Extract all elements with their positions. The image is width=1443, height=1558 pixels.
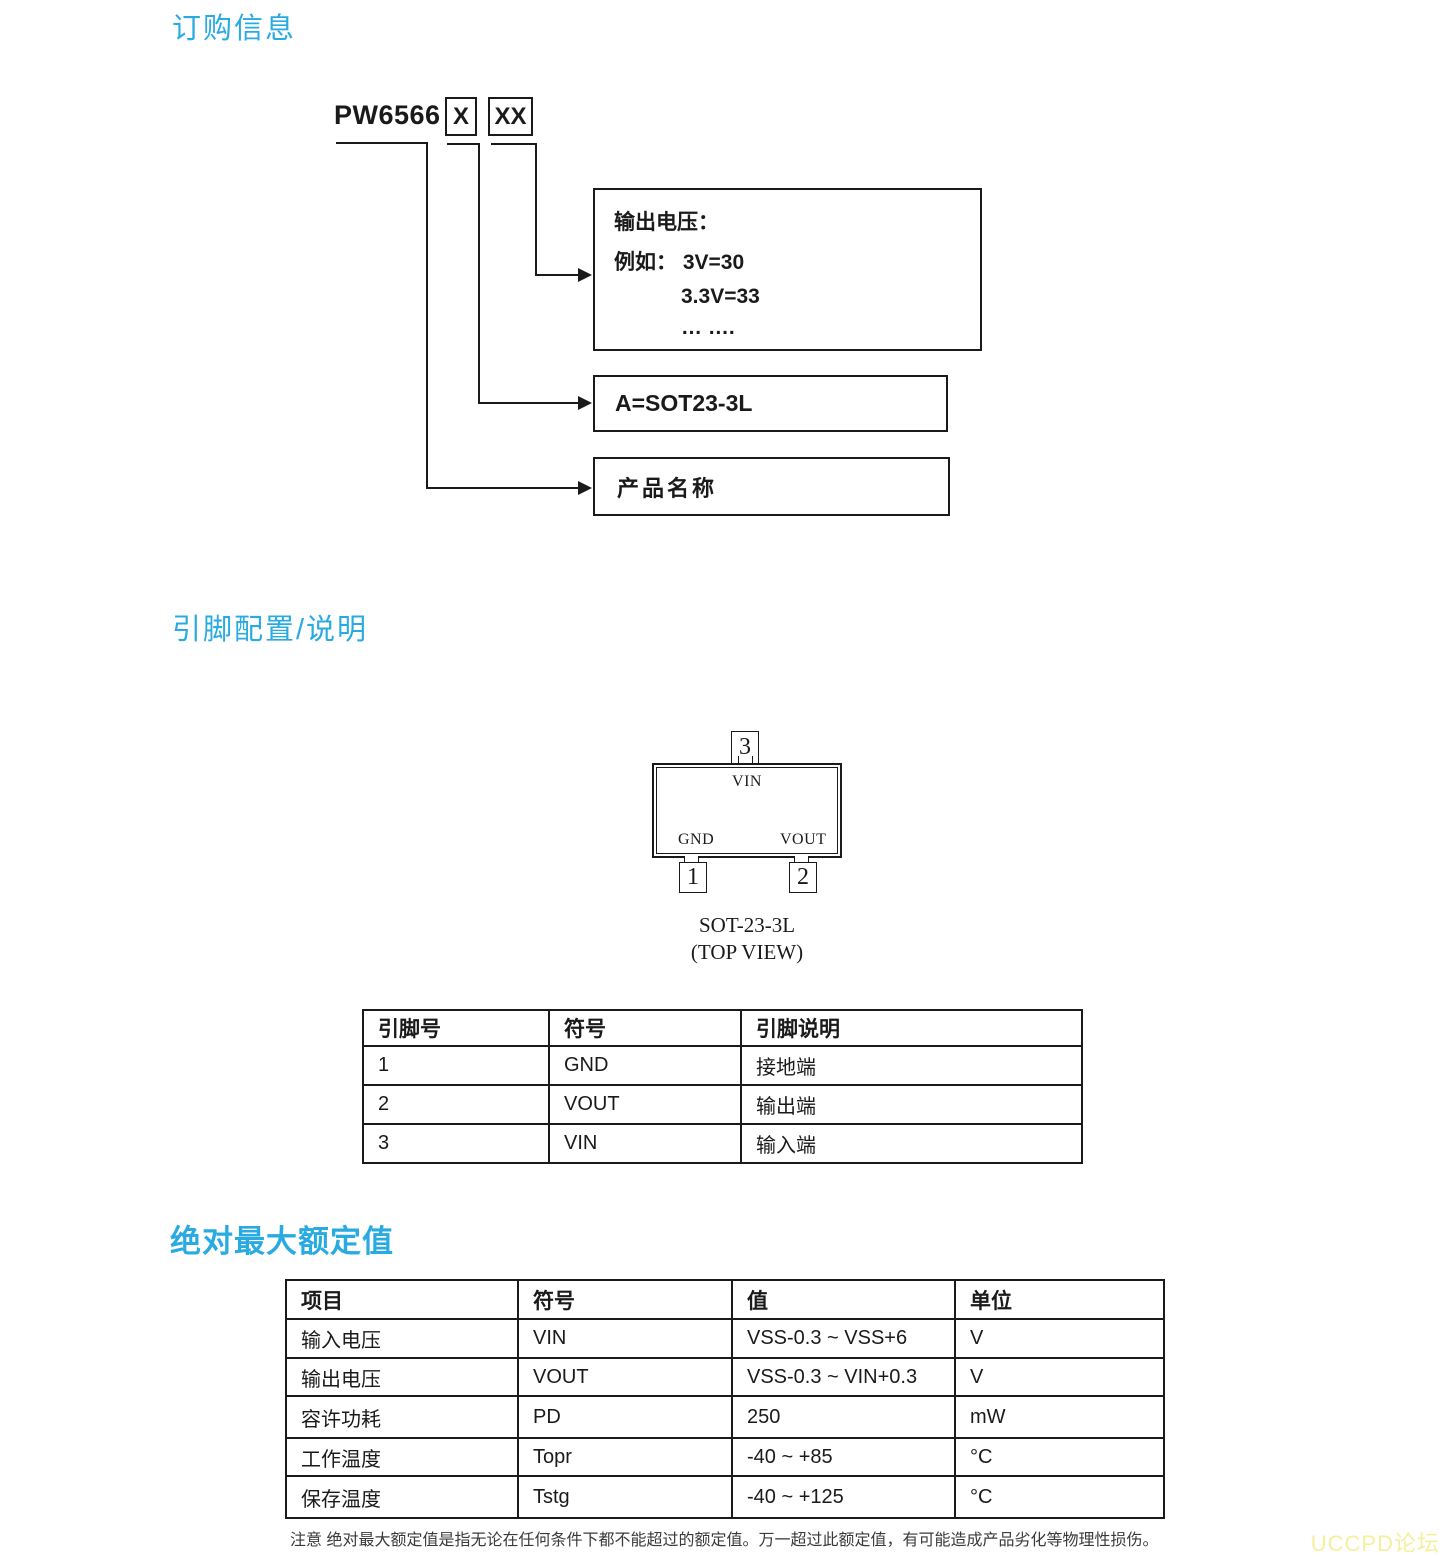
package-body bbox=[652, 763, 842, 858]
arrowhead-icon bbox=[578, 396, 592, 410]
ratings-row: 工作温度 Topr -40 ~ +85 °C bbox=[285, 1437, 1165, 1477]
cell-unit: V bbox=[954, 1318, 1165, 1359]
watermark: UCCPD论坛 bbox=[1310, 1531, 1440, 1556]
header-cell: 值 bbox=[731, 1279, 956, 1320]
pin-table: 引脚号 符号 引脚说明 1 GND 接地端 2 VOUT 输出端 3 VIN 输… bbox=[362, 1009, 1083, 1164]
header-cell: 引脚号 bbox=[362, 1009, 550, 1047]
ratings-row: 容许功耗 PD 250 mW bbox=[285, 1395, 1165, 1439]
cell-symbol: Tstg bbox=[517, 1475, 733, 1519]
ratings-note: 注意 绝对最大额定值是指无论在任何条件下都不能超过的额定值。万一超过此额定值，有… bbox=[290, 1532, 1159, 1549]
product-name-box: 产品名称 bbox=[593, 457, 950, 516]
pin-3-name-label: VIN bbox=[732, 773, 762, 790]
cell-pin-symbol: VIN bbox=[548, 1123, 742, 1164]
connector-line bbox=[447, 143, 580, 404]
package-name-caption: SOT-23-3L bbox=[698, 913, 796, 937]
package-code-label: A=SOT23-3L bbox=[615, 390, 753, 416]
code-box-x: X bbox=[445, 97, 477, 136]
cell-symbol: VIN bbox=[517, 1318, 733, 1359]
cell-value: -40 ~ +125 bbox=[731, 1475, 956, 1519]
arrowhead-icon bbox=[578, 268, 592, 282]
cell-pin-number: 3 bbox=[362, 1123, 550, 1164]
cell-value: VSS-0.3 ~ VSS+6 bbox=[731, 1318, 956, 1359]
pin-2-box: 2 bbox=[789, 862, 817, 893]
pin-2-name-label: VOUT bbox=[780, 831, 827, 848]
ratings-row: 输出电压 VOUT VSS-0.3 ~ VIN+0.3 V bbox=[285, 1357, 1165, 1397]
pin-1-lead bbox=[684, 856, 699, 864]
ratings-row: 保存温度 Tstg -40 ~ +125 °C bbox=[285, 1475, 1165, 1519]
cell-pin-description: 输入端 bbox=[740, 1123, 1083, 1164]
pin-table-row: 1 GND 接地端 bbox=[362, 1045, 1083, 1086]
cell-symbol: Topr bbox=[517, 1437, 733, 1477]
connector-line bbox=[491, 143, 580, 276]
code-box-xx: XX bbox=[488, 97, 533, 136]
cell-value: VSS-0.3 ~ VIN+0.3 bbox=[731, 1357, 956, 1397]
pin-3-lead bbox=[738, 756, 753, 765]
cell-item: 输入电压 bbox=[285, 1318, 519, 1359]
part-number: PW6566 bbox=[334, 100, 441, 130]
header-cell: 项目 bbox=[285, 1279, 519, 1320]
cell-unit: V bbox=[954, 1357, 1165, 1397]
output-voltage-example-1: 例如： 3V=30 bbox=[614, 251, 745, 274]
ordering-heading: 订购信息 bbox=[172, 13, 297, 45]
cell-unit: °C bbox=[954, 1475, 1165, 1519]
header-cell: 符号 bbox=[517, 1279, 733, 1320]
output-voltage-box: 输出电压： 例如： 3V=30 3.3V=33 … …. bbox=[593, 188, 982, 351]
header-cell: 符号 bbox=[548, 1009, 742, 1047]
ratings-row: 输入电压 VIN VSS-0.3 ~ VSS+6 V bbox=[285, 1318, 1165, 1359]
pin-1-name-label: GND bbox=[678, 831, 715, 848]
pin-table-row: 3 VIN 输入端 bbox=[362, 1123, 1083, 1164]
pin-config-heading: 引脚配置/说明 bbox=[172, 614, 369, 646]
cell-pin-symbol: VOUT bbox=[548, 1084, 742, 1125]
max-ratings-table: 项目 符号 值 单位 输入电压 VIN VSS-0.3 ~ VSS+6 V 输出… bbox=[285, 1279, 1165, 1519]
header-cell: 单位 bbox=[954, 1279, 1165, 1320]
pin-table-row: 2 VOUT 输出端 bbox=[362, 1084, 1083, 1125]
max-ratings-heading: 绝对最大额定值 bbox=[170, 1224, 394, 1259]
cell-symbol: VOUT bbox=[517, 1357, 733, 1397]
output-voltage-title: 输出电压： bbox=[614, 211, 719, 234]
package-view-caption: (TOP VIEW) bbox=[690, 940, 804, 964]
pin-table-header-row: 引脚号 符号 引脚说明 bbox=[362, 1009, 1083, 1047]
pin-1-box: 1 bbox=[679, 862, 707, 893]
product-name-label: 产品名称 bbox=[617, 475, 718, 501]
cell-item: 工作温度 bbox=[285, 1437, 519, 1477]
output-voltage-example-2: 3.3V=33 bbox=[681, 285, 760, 308]
ratings-header-row: 项目 符号 值 单位 bbox=[285, 1279, 1165, 1320]
cell-pin-number: 1 bbox=[362, 1045, 550, 1086]
connector-line bbox=[336, 142, 580, 489]
cell-item: 输出电压 bbox=[285, 1357, 519, 1397]
package-code-box: A=SOT23-3L bbox=[593, 375, 948, 432]
cell-value: 250 bbox=[731, 1395, 956, 1439]
cell-item: 容许功耗 bbox=[285, 1395, 519, 1439]
cell-value: -40 ~ +85 bbox=[731, 1437, 956, 1477]
pin-2-lead bbox=[794, 856, 809, 864]
cell-unit: mW bbox=[954, 1395, 1165, 1439]
cell-pin-description: 接地端 bbox=[740, 1045, 1083, 1086]
cell-item: 保存温度 bbox=[285, 1475, 519, 1519]
cell-pin-description: 输出端 bbox=[740, 1084, 1083, 1125]
header-cell: 引脚说明 bbox=[740, 1009, 1083, 1047]
cell-symbol: PD bbox=[517, 1395, 733, 1439]
output-voltage-ellipsis: … …. bbox=[681, 316, 735, 339]
cell-pin-symbol: GND bbox=[548, 1045, 742, 1086]
cell-unit: °C bbox=[954, 1437, 1165, 1477]
arrowhead-icon bbox=[578, 481, 592, 495]
package-body-inner-border bbox=[656, 767, 838, 854]
cell-pin-number: 2 bbox=[362, 1084, 550, 1125]
